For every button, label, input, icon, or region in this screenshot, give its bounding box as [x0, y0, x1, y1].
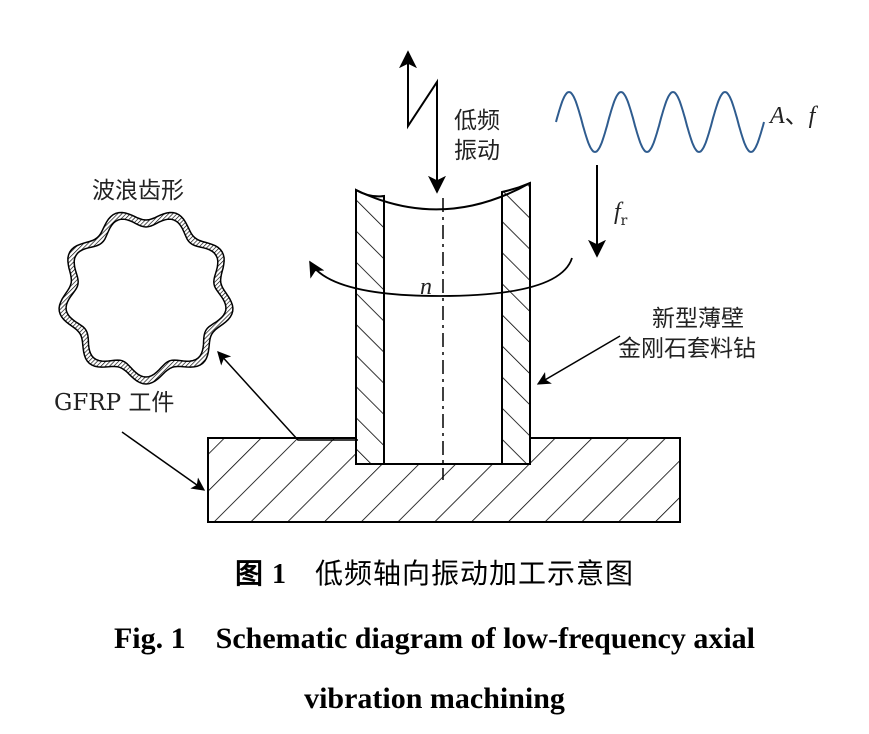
drill-label: 新型薄壁 金刚石套料钻 [618, 304, 756, 364]
drill-label-line1: 新型薄壁 [652, 306, 744, 332]
caption-chinese: 图 1 低频轴向振动加工示意图 [0, 556, 869, 593]
vibration-label-line1: 低频 [454, 108, 500, 134]
vibration-label: 低频 振动 [454, 106, 500, 166]
drill-to-ring-arrow [217, 351, 358, 441]
feed-subscript: r [620, 212, 628, 229]
caption-chinese-text: 低频轴向振动加工示意图 [315, 557, 635, 590]
drill-label-line2: 金刚石套料钻 [618, 336, 756, 362]
feed-symbol: f [614, 199, 621, 225]
wave-tooth-label: 波浪齿形 [92, 178, 184, 204]
caption-english-number: Fig. 1 [113, 622, 186, 655]
feed-rate-label: fr [614, 196, 627, 236]
frequency-symbol: f [808, 103, 816, 129]
drill-tube [355, 181, 531, 465]
amplitude-frequency-label: A、f [770, 100, 815, 131]
drill-leader-arrow [536, 335, 621, 385]
workpiece-label: GFRP 工件 [54, 390, 175, 416]
caption-english-line1: Fig. 1 Schematic diagram of low-frequency… [0, 620, 869, 658]
vibration-arrow [399, 50, 446, 194]
vibration-label-line2: 振动 [454, 138, 500, 164]
caption-chinese-number: 图 1 [234, 559, 287, 590]
workpiece-leader-arrow [121, 431, 206, 491]
amplitude-symbol: A [770, 103, 785, 129]
caption-english-line2: vibration machining [304, 682, 565, 715]
workpiece-block [207, 437, 681, 523]
rotation-arrow [309, 257, 573, 297]
wave-tooth-ring [58, 211, 234, 385]
vibration-machining-diagram [58, 50, 765, 523]
caption-english-text: Schematic diagram of low-frequency axial [215, 622, 756, 655]
rotation-label: n [420, 274, 432, 300]
amplitude-sine-wave [555, 91, 765, 153]
amplitude-separator: 、 [784, 101, 809, 129]
